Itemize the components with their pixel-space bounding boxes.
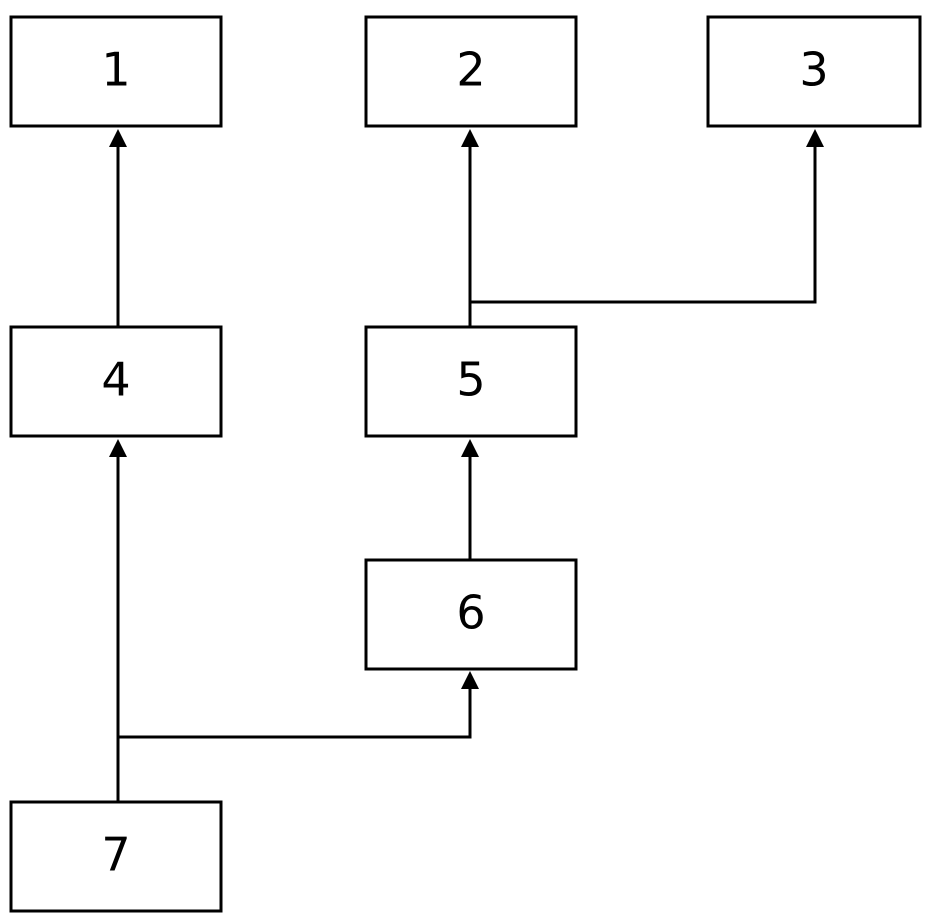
node-label-7: 7 — [101, 828, 130, 882]
node-box-1 — [9, 15, 223, 128]
node-4: 4 — [9, 325, 223, 438]
node-6: 6 — [364, 558, 578, 671]
arrowhead-edge-5-to-3 — [806, 129, 824, 147]
edges — [109, 129, 824, 802]
node-box-4 — [9, 325, 223, 438]
node-box-2 — [364, 15, 578, 128]
node-label-5: 5 — [456, 353, 485, 407]
node-box-3 — [706, 15, 922, 128]
node-label-1: 1 — [101, 43, 130, 97]
node-5: 5 — [364, 325, 578, 438]
node-box-7 — [9, 800, 223, 913]
node-2: 2 — [364, 15, 578, 128]
arrowhead-edge-7-to-4 — [109, 439, 127, 457]
node-7: 7 — [9, 800, 223, 913]
node-label-4: 4 — [101, 353, 130, 407]
arrowhead-edge-4-to-1 — [109, 129, 127, 147]
arrowhead-edge-5-to-2 — [461, 129, 479, 147]
node-1: 1 — [9, 15, 223, 128]
node-box-5 — [364, 325, 578, 438]
edge-5-to-3 — [470, 145, 817, 304]
arrowhead-edge-7-to-6 — [461, 671, 479, 689]
node-label-2: 2 — [456, 43, 485, 97]
edge-7-to-6 — [118, 688, 472, 739]
arrowhead-edge-6-to-5 — [461, 439, 479, 457]
node-box-6 — [364, 558, 578, 671]
node-label-6: 6 — [456, 586, 485, 640]
node-label-3: 3 — [799, 43, 828, 97]
node-3: 3 — [706, 15, 922, 128]
